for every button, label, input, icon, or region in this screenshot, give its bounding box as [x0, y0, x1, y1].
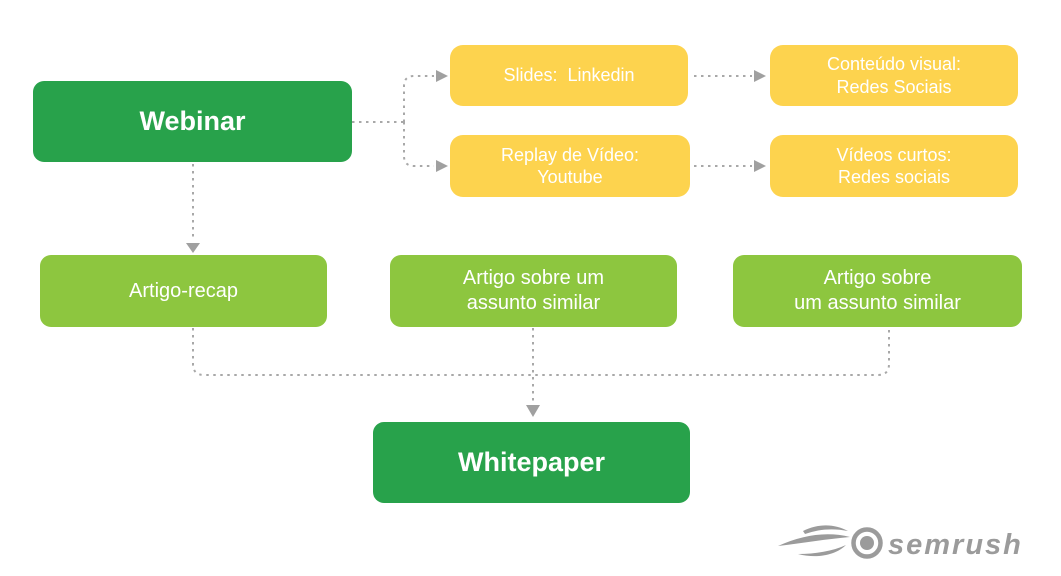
node-label: Slides: Linkedin [503, 65, 635, 86]
semrush-logo: semrush [778, 525, 1023, 561]
arrowhead-down-icon [526, 405, 540, 417]
arrowhead-right-icon [754, 70, 766, 82]
node-artigo-similar-2: Artigo sobre um assunto similar [733, 255, 1022, 327]
node-label: Artigo-recap [129, 279, 238, 302]
node-webinar: Webinar [33, 81, 352, 162]
node-replay-video-youtube: Replay de Vídeo: Youtube [450, 135, 690, 197]
node-conteudo-visual: Conteúdo visual: Redes Sociais [770, 45, 1018, 106]
node-label: Artigo sobre um assunto similar [462, 267, 605, 314]
arrowhead-down-icon [186, 243, 200, 253]
node-label: Artigo sobre um assunto similar [794, 267, 961, 314]
arrowhead-right-icon [436, 160, 448, 172]
node-artigo-similar-1: Artigo sobre um assunto similar [390, 255, 677, 327]
node-label: Conteúdo visual: Redes Sociais [826, 54, 962, 97]
node-label: Whitepaper [457, 446, 605, 477]
node-label: Webinar [139, 105, 246, 136]
node-label: Vídeos curtos: Redes sociais [836, 144, 952, 188]
node-artigo-recap: Artigo-recap [40, 255, 327, 327]
semrush-wordmark: semrush [888, 529, 1023, 561]
node-slides-linkedin: Slides: Linkedin [450, 45, 688, 106]
semrush-flame-ball-icon [778, 525, 883, 559]
node-videos-curtos: Vídeos curtos: Redes sociais [770, 135, 1018, 197]
node-whitepaper: Whitepaper [373, 422, 690, 503]
arrowhead-right-icon [436, 70, 448, 82]
node-label: Replay de Vídeo: Youtube [500, 144, 640, 188]
arrowhead-right-icon [754, 160, 766, 172]
